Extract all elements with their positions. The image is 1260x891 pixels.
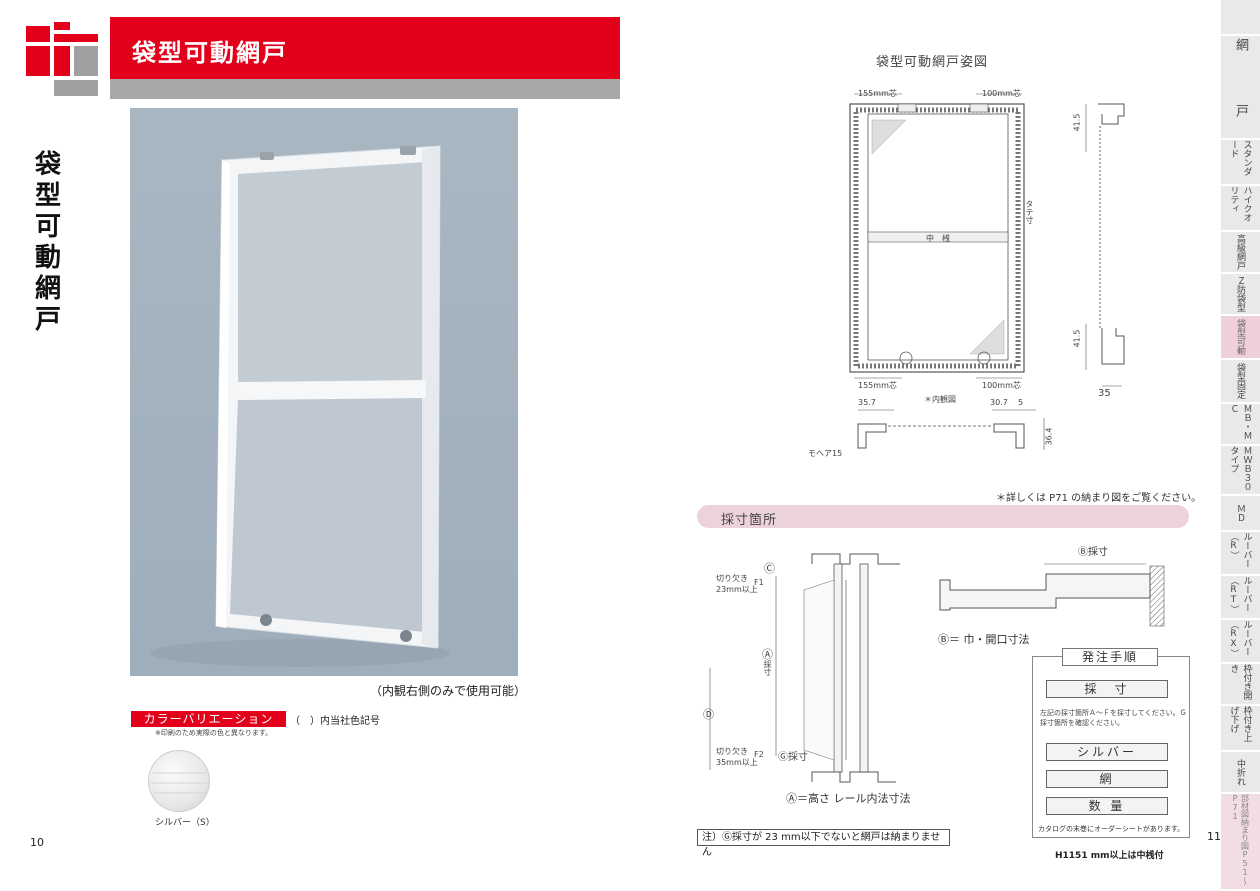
order-title: 発注手順 xyxy=(1062,648,1158,666)
kirikaki2b: 35mm以上 xyxy=(716,758,758,767)
tab-mwb30[interactable]: ＭＷＢ３０タイプ xyxy=(1221,446,1260,496)
tab-standard[interactable]: スタンダード xyxy=(1221,140,1260,186)
tab-mb-mc[interactable]: ＭＢ・ＭＣ xyxy=(1221,404,1260,446)
mohea-label: モヘア15 xyxy=(808,449,843,458)
tab-md[interactable]: ＭＤ xyxy=(1221,496,1260,532)
color-variation-subnote: ※印刷のため実際の色と異なります。 xyxy=(155,729,273,737)
detail-note: ＊詳しくは P71 の納まり図をご覧ください。 xyxy=(996,493,1202,504)
d-label: Ⓓ xyxy=(703,708,714,721)
tab-louver-rx[interactable]: ルーバー（RX） xyxy=(1221,620,1260,664)
tatesan-label: タテ寸 xyxy=(1025,200,1034,224)
measure-section-title: 採寸箇所 xyxy=(721,513,778,528)
tab-fukuro-kotei[interactable]: 袋型固定 xyxy=(1221,360,1260,404)
plan-307: 30.7 xyxy=(990,398,1008,407)
order-footer: カタログの末巻にオーダーシートがあります。 xyxy=(1038,825,1185,833)
plan-section-drawing xyxy=(857,409,1045,450)
tab-wakutsuki-ageage[interactable]: 枠付き上げ下げ xyxy=(1221,706,1260,752)
tab-z-fukuro[interactable]: Ｚ防袋型 xyxy=(1221,274,1260,316)
side-35: 35 xyxy=(1098,388,1111,399)
tab-high-quality[interactable]: ハイクオリティ xyxy=(1221,186,1260,232)
tab-buzai[interactable]: 部材図納まり図P51〜P71 xyxy=(1221,794,1260,891)
vtitle-char: 可 xyxy=(34,212,61,242)
vtitle-char: 戸 xyxy=(34,305,61,335)
color-variation-note: （ ）内当社色記号 xyxy=(290,716,380,727)
h-note: H1151 mm以上は中桟付 xyxy=(1055,851,1164,861)
tab-nakaore[interactable]: 中折れ xyxy=(1221,752,1260,794)
plan-357: 35.7 xyxy=(858,398,876,407)
kirikaki1b: 23mm以上 xyxy=(716,585,758,594)
color-variation-badge: カラーバリエーション xyxy=(131,711,286,727)
b-definition: Ⓑ＝ 巾・開口寸法 xyxy=(938,633,1030,646)
a-definition: Ⓐ＝高さ レール内法寸法 xyxy=(786,792,911,805)
plan-364: 36.4 xyxy=(1044,427,1054,446)
c-label: Ⓒ xyxy=(764,562,775,575)
measure-section-bar: 採寸箇所 xyxy=(697,505,1189,528)
vtitle-char: 動 xyxy=(34,243,61,273)
naikan-label: ＊内観図 xyxy=(924,395,956,404)
measure-width-drawing xyxy=(939,563,1165,627)
a-label: Ⓐ xyxy=(762,648,773,661)
g-label: Ⓖ採寸 xyxy=(778,752,808,763)
drawing-title: 袋型可動網戸姿図 xyxy=(876,55,989,70)
page-title: 袋型可動網戸 xyxy=(132,39,288,67)
vtitle-char: 網 xyxy=(34,274,61,304)
kirikaki1: 切り欠き xyxy=(716,574,748,583)
dim-155-bot: 155mm芯 xyxy=(858,381,897,390)
side-section-drawing xyxy=(1085,103,1125,387)
nakasan-label: 中 桟 xyxy=(926,234,950,243)
order-net-step: 網 xyxy=(1046,770,1168,788)
vtitle-char: 型 xyxy=(34,181,61,211)
warning-note: 注）Ⓖ採寸が 23 mm以下でないと網戸は納まりません xyxy=(697,829,950,858)
side-415-bot: 41.5 xyxy=(1072,329,1082,348)
page-header: 袋型可動網戸 xyxy=(110,17,620,79)
tab-amido[interactable]: 網 戸 xyxy=(1221,36,1260,140)
product-photo xyxy=(130,108,518,676)
tab-louver-rt[interactable]: ルーバー（RT） xyxy=(1221,576,1260,620)
dim-100-bot: 100mm芯 xyxy=(982,381,1021,390)
tab-fukuro-kadou[interactable]: 袋型可動 xyxy=(1221,316,1260,360)
f1-label: F1 xyxy=(754,578,764,587)
order-measure-step: 採 寸 xyxy=(1046,680,1168,698)
swatch-label: シルバー（S） xyxy=(155,818,215,828)
order-qty-step: 数 量 xyxy=(1046,797,1168,815)
a-text: 採寸 xyxy=(763,660,772,676)
dim-100-top: 100mm芯 xyxy=(982,89,1021,98)
plan-5: 5 xyxy=(1018,398,1024,407)
photo-caption: （内観右側のみで使用可能） xyxy=(370,684,527,698)
brand-logo-icon xyxy=(26,22,98,96)
elevation-drawing xyxy=(849,93,1025,379)
page-number-left: 10 xyxy=(30,836,44,849)
tab-top-blank xyxy=(1221,0,1260,36)
order-note: 左記の採寸箇所Ａ～Ｆを採寸してください。Ｇ採寸箇所を確認ください。 xyxy=(1040,709,1187,727)
measure-rail-drawing xyxy=(709,553,900,783)
b-top-label: Ⓑ採寸 xyxy=(1078,547,1108,558)
f2-label: F2 xyxy=(754,750,764,759)
tab-wakutsuki-hiraki[interactable]: 枠付き開き xyxy=(1221,664,1260,706)
order-silver-step: シルバー xyxy=(1046,743,1168,761)
color-swatch-silver xyxy=(148,750,210,812)
dim-155-top: 155mm芯 xyxy=(858,89,897,98)
page-number-right: 11 xyxy=(1207,830,1221,843)
side-index-tabs: 網 戸 スタンダード ハイクオリティ 高級網戸 Ｚ防袋型 袋型可動 袋型固定 Ｍ… xyxy=(1221,0,1260,891)
vtitle-char: 袋 xyxy=(34,150,61,180)
vertical-title: 袋 型 可 動 網 戸 xyxy=(30,150,66,336)
side-415-top: 41.5 xyxy=(1072,113,1082,132)
tab-louver-r[interactable]: ルーバー（R） xyxy=(1221,532,1260,576)
screen-door-image xyxy=(150,145,450,667)
header-underline xyxy=(110,79,620,99)
kirikaki2: 切り欠き xyxy=(716,747,748,756)
tab-koukyu[interactable]: 高級網戸 xyxy=(1221,232,1260,274)
